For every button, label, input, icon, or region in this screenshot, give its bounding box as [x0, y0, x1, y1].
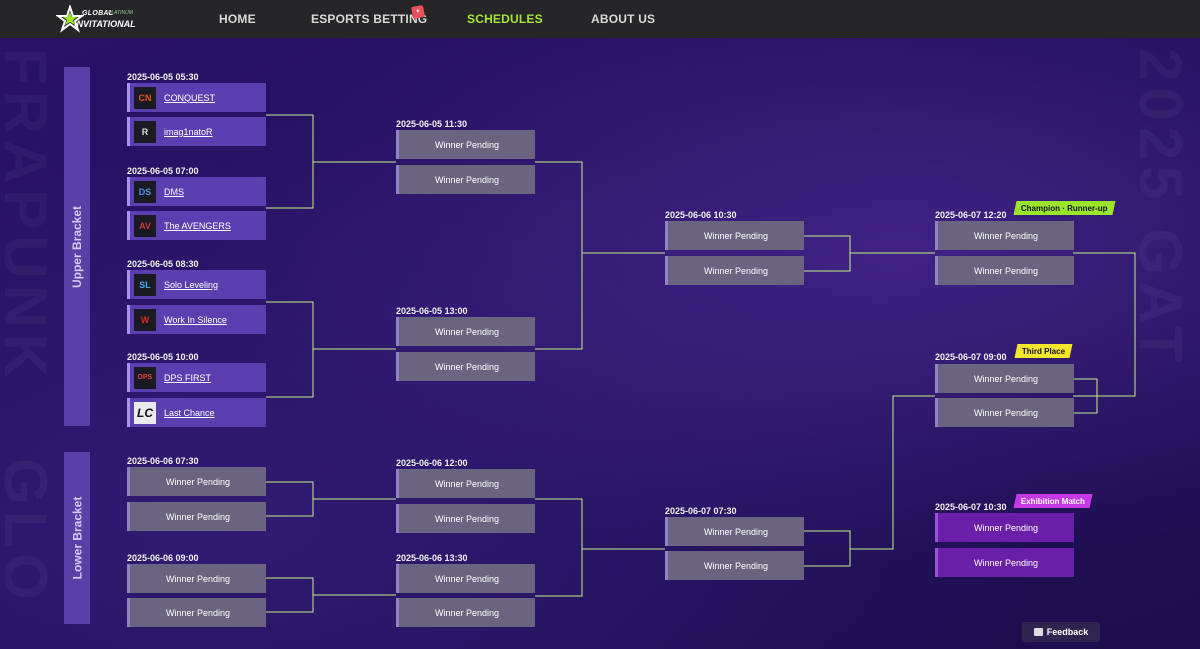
pending-slot: Winner Pending [127, 564, 266, 593]
match-time: 2025-06-05 08:30 [127, 259, 199, 269]
team-name[interactable]: DPS FIRST [164, 372, 212, 383]
third-place-tag: Third Place [1014, 344, 1073, 358]
team-slot-dps-first[interactable]: DPS DPS FIRST [127, 363, 266, 392]
exhibition-slot: Winner Pending [935, 513, 1074, 542]
top-nav-bar: GLOBAL PLATINUM INVITATIONAL HOME ESPORT… [0, 0, 1200, 38]
team-name[interactable]: CONQUEST [164, 92, 216, 103]
feedback-icon [1033, 628, 1043, 636]
champion-runner-up-tag: Champion · Runner-up [1013, 201, 1116, 215]
match-time: 2025-06-06 09:00 [127, 553, 199, 563]
star-logo-icon [56, 5, 84, 33]
logo-text-platinum: PLATINUM [108, 10, 133, 16]
match-time: 2025-06-06 07:30 [127, 456, 199, 466]
team-slot-dms[interactable]: DS DMS [127, 177, 266, 206]
nav-esports-betting[interactable]: ESPORTS BETTING [311, 12, 428, 26]
avengers-logo-icon: AV [134, 214, 156, 237]
team-name[interactable]: imag1natoR [164, 126, 213, 137]
match-time: 2025-06-07 10:30 [935, 502, 1007, 512]
pending-slot: Winner Pending [127, 467, 266, 496]
logo-text-invitational: INVITATIONAL [74, 19, 136, 29]
pending-slot: Winner Pending [665, 517, 804, 546]
match-time: 2025-06-05 05:30 [127, 72, 199, 82]
work-in-silence-logo-icon: W [134, 308, 156, 331]
match-time: 2025-06-06 13:30 [396, 553, 468, 563]
team-name[interactable]: DMS [164, 186, 184, 197]
pending-slot: Winner Pending [396, 352, 535, 381]
team-name[interactable]: Solo Leveling [164, 279, 219, 290]
team-name[interactable]: Last Chance [164, 407, 215, 418]
hot-badge-icon: ✦ [411, 5, 425, 19]
nav-home[interactable]: HOME [219, 12, 256, 26]
pending-slot: Winner Pending [665, 221, 804, 250]
pending-slot: Winner Pending [396, 317, 535, 346]
match-time: 2025-06-07 12:20 [935, 210, 1007, 220]
feedback-button[interactable]: Feedback [1022, 622, 1100, 642]
nav-about-us[interactable]: ABOUT US [591, 12, 656, 26]
match-time: 2025-06-05 13:00 [396, 306, 468, 316]
exhibition-slot: Winner Pending [935, 548, 1074, 577]
last-chance-logo-icon: LC [134, 401, 156, 424]
match-time: 2025-06-07 07:30 [665, 506, 737, 516]
champion-tag-text: Champion · Runner-up [1021, 203, 1108, 213]
nav-schedules[interactable]: SCHEDULES [467, 12, 543, 26]
pending-slot: Winner Pending [396, 469, 535, 498]
pending-slot: Winner Pending [396, 130, 535, 159]
match-time: 2025-06-05 11:30 [396, 119, 468, 129]
team-slot-conquest[interactable]: CN CONQUEST [127, 83, 266, 112]
match-time: 2025-06-07 09:00 [935, 352, 1007, 362]
imag1nator-logo-icon: R [134, 120, 156, 143]
pending-slot: Winner Pending [935, 364, 1074, 393]
team-slot-last-chance[interactable]: LC Last Chance [127, 398, 266, 427]
match-time: 2025-06-06 10:30 [665, 210, 737, 220]
pending-slot: Winner Pending [127, 502, 266, 531]
exhibition-tag-text: Exhibition Match [1021, 496, 1085, 506]
pending-slot: Winner Pending [665, 256, 804, 285]
exhibition-match-tag: Exhibition Match [1013, 494, 1093, 508]
lower-bracket-label: Lower Bracket [64, 452, 90, 624]
feedback-label: Feedback [1046, 627, 1089, 637]
team-name[interactable]: The AVENGERS [164, 220, 231, 231]
match-time: 2025-06-05 07:00 [127, 166, 199, 176]
pending-slot: Winner Pending [396, 504, 535, 533]
match-time: 2025-06-06 12:00 [396, 458, 468, 468]
team-slot-solo-leveling[interactable]: SL Solo Leveling [127, 270, 266, 299]
third-place-tag-text: Third Place [1022, 346, 1066, 356]
team-slot-avengers[interactable]: AV The AVENGERS [127, 211, 266, 240]
pending-slot: Winner Pending [935, 398, 1074, 427]
dms-logo-icon: DS [134, 180, 156, 203]
team-slot-imag1nator[interactable]: R imag1natoR [127, 117, 266, 146]
team-name[interactable]: Work In Silence [164, 314, 227, 325]
pending-slot: Winner Pending [396, 598, 535, 627]
pending-slot: Winner Pending [396, 564, 535, 593]
pending-slot: Winner Pending [127, 598, 266, 627]
pending-slot: Winner Pending [665, 551, 804, 580]
pending-slot: Winner Pending [935, 221, 1074, 250]
pending-slot: Winner Pending [935, 256, 1074, 285]
solo-leveling-logo-icon: SL [134, 273, 156, 296]
dps-first-logo-icon: DPS [134, 366, 156, 389]
conquest-logo-icon: CN [134, 86, 156, 109]
logo-text-global: GLOBAL [82, 10, 114, 17]
team-slot-work-in-silence[interactable]: W Work In Silence [127, 305, 266, 334]
match-time: 2025-06-05 10:00 [127, 352, 199, 362]
pending-slot: Winner Pending [396, 165, 535, 194]
site-logo[interactable]: GLOBAL PLATINUM INVITATIONAL [56, 4, 136, 34]
upper-bracket-label: Upper Bracket [64, 67, 90, 426]
